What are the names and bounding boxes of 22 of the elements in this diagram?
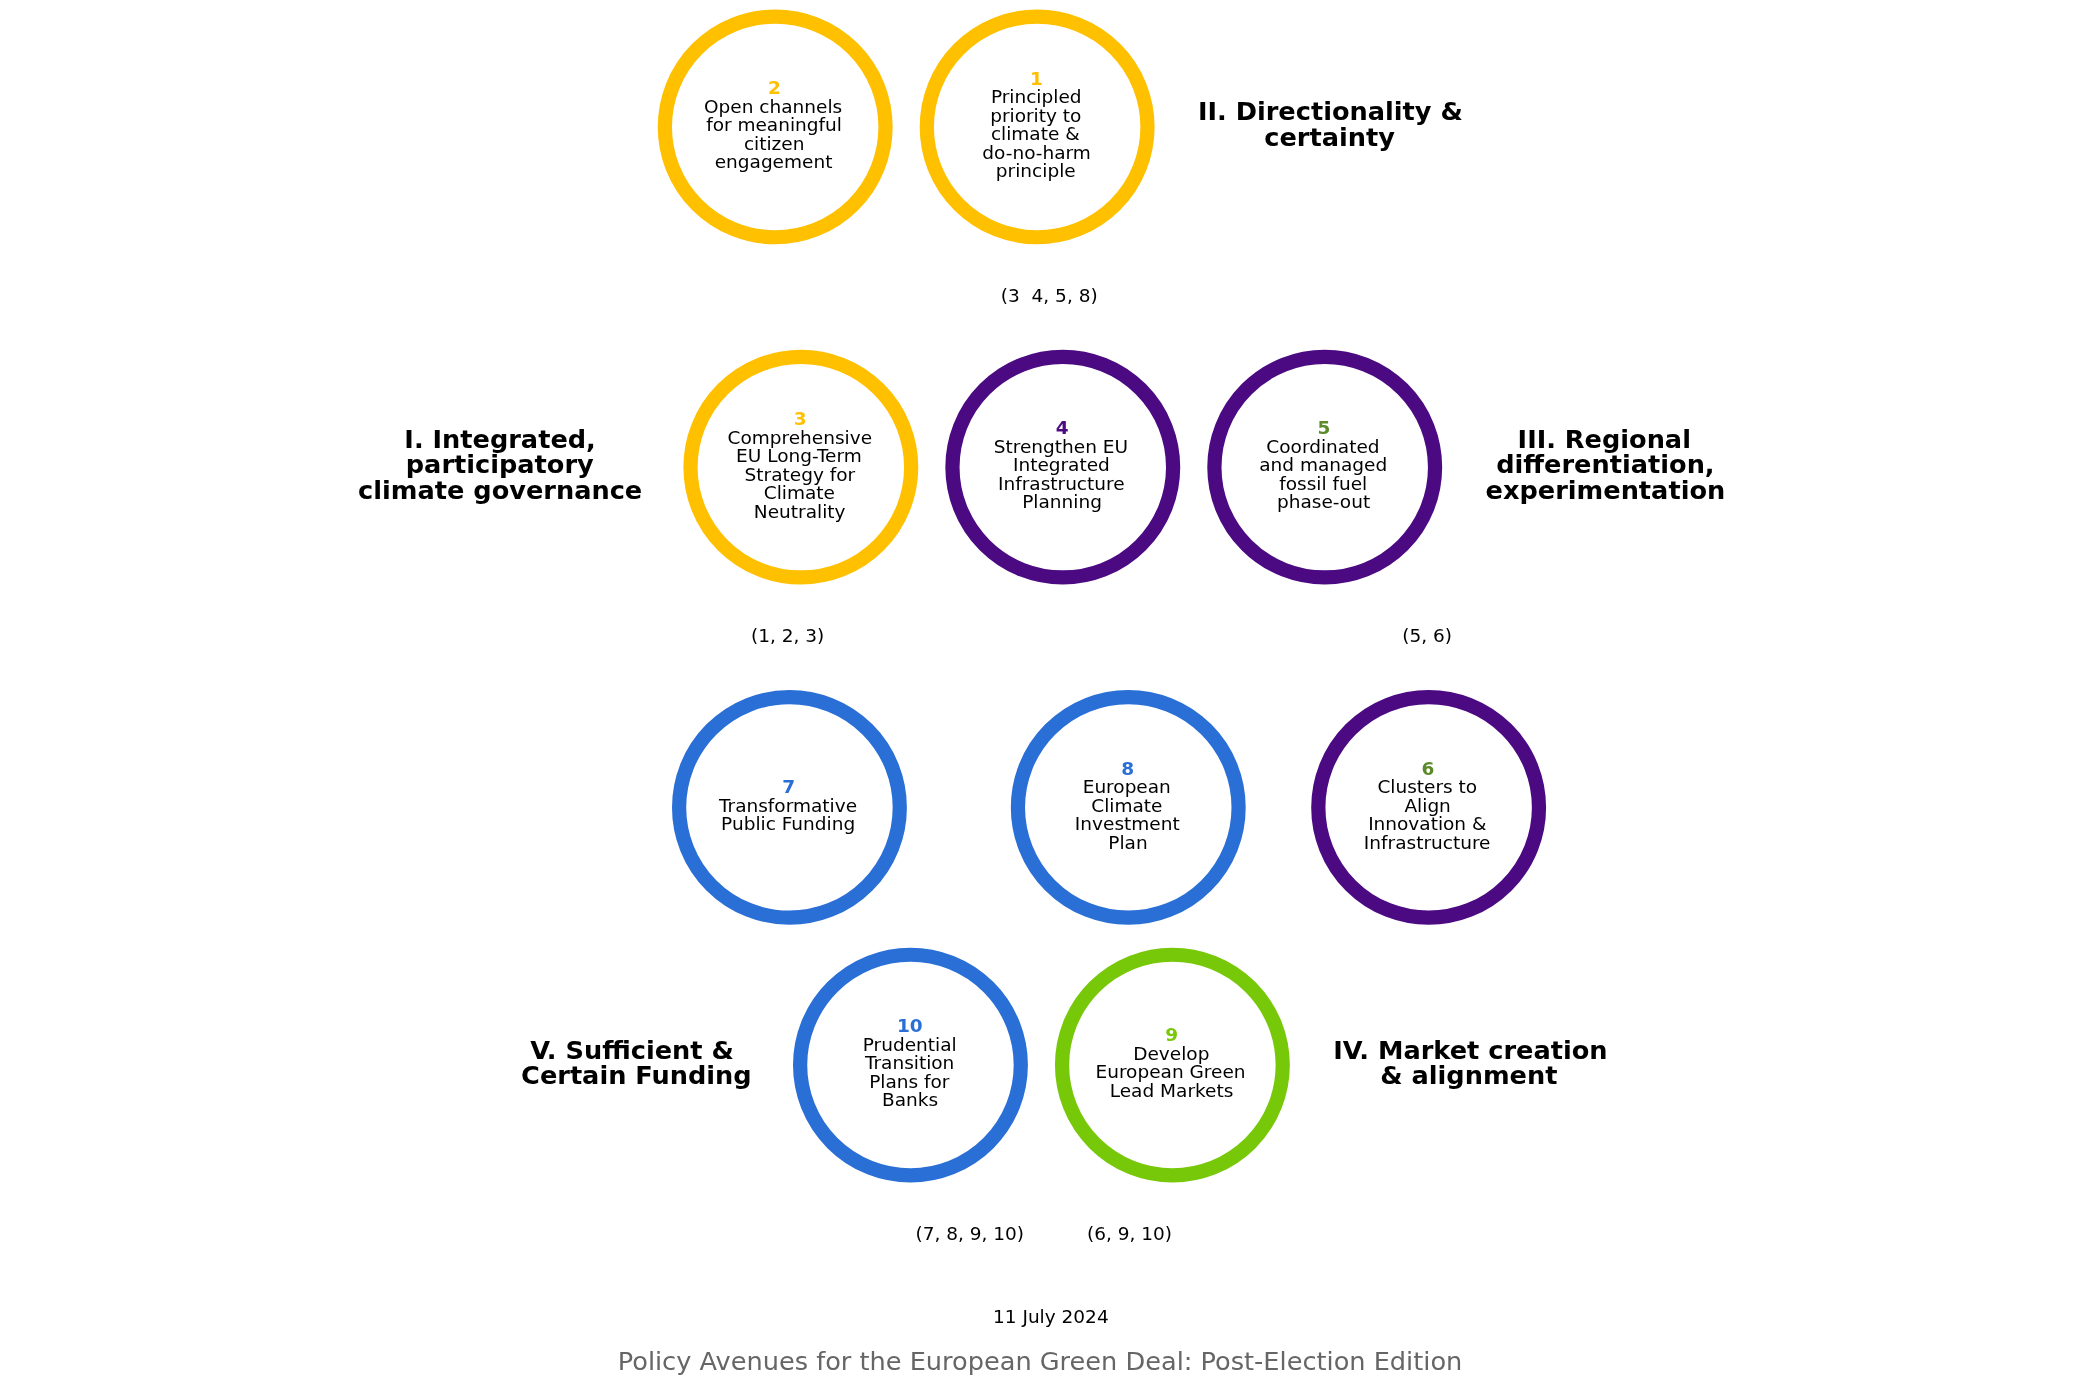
- label: V. Sufficient & Certain Funding: [521, 1034, 752, 1091]
- node-circle: 2 Open channels for meaningful citizen engagement: [657, 9, 893, 245]
- label: I. Integrated, participatory climate governance: [358, 423, 643, 506]
- label: (5, 6): [1402, 625, 1453, 647]
- node-circle: 8 European Climate Investment Plan: [1010, 689, 1246, 925]
- node-circle: 9 Develop European Green Lead Markets: [1054, 947, 1290, 1183]
- label: (7, 8, 9, 10): [915, 1223, 1025, 1245]
- node-circle: 6 Clusters to Align Innovation & Infrastructure: [1311, 689, 1547, 925]
- label: (3 4, 5, 8): [1000, 284, 1098, 306]
- node-circle: 7 Transformative Public Funding: [672, 689, 907, 925]
- label: (6, 9, 10): [1086, 1223, 1173, 1245]
- label: (1, 2, 3): [751, 625, 825, 647]
- label: 11 July 2024: [993, 1305, 1109, 1327]
- node-circle: 1 Principled priority to climate & do-no-harm principle: [919, 9, 1155, 245]
- label: III. Regional differentiation, experimentation: [1485, 423, 1726, 506]
- node-circle: 4 Strengthen EU Integrated Infrastructure Planning: [945, 349, 1181, 585]
- label: II. Directionality & certainty: [1198, 96, 1463, 152]
- node-circle: 5 Coordinated and managed fossil fuel phase-out: [1207, 349, 1443, 585]
- node-circle: 10 Prudential Transition Plans for Banks: [793, 947, 1028, 1183]
- node-circle: 3 Comprehensive EU Long-Term Strategy for Climate Neutrality: [683, 349, 919, 585]
- caption: Policy Avenues for the European Green Deal: Post-Election Edition: [617, 1345, 1463, 1376]
- label: IV. Market creation & alignment: [1333, 1034, 1608, 1091]
